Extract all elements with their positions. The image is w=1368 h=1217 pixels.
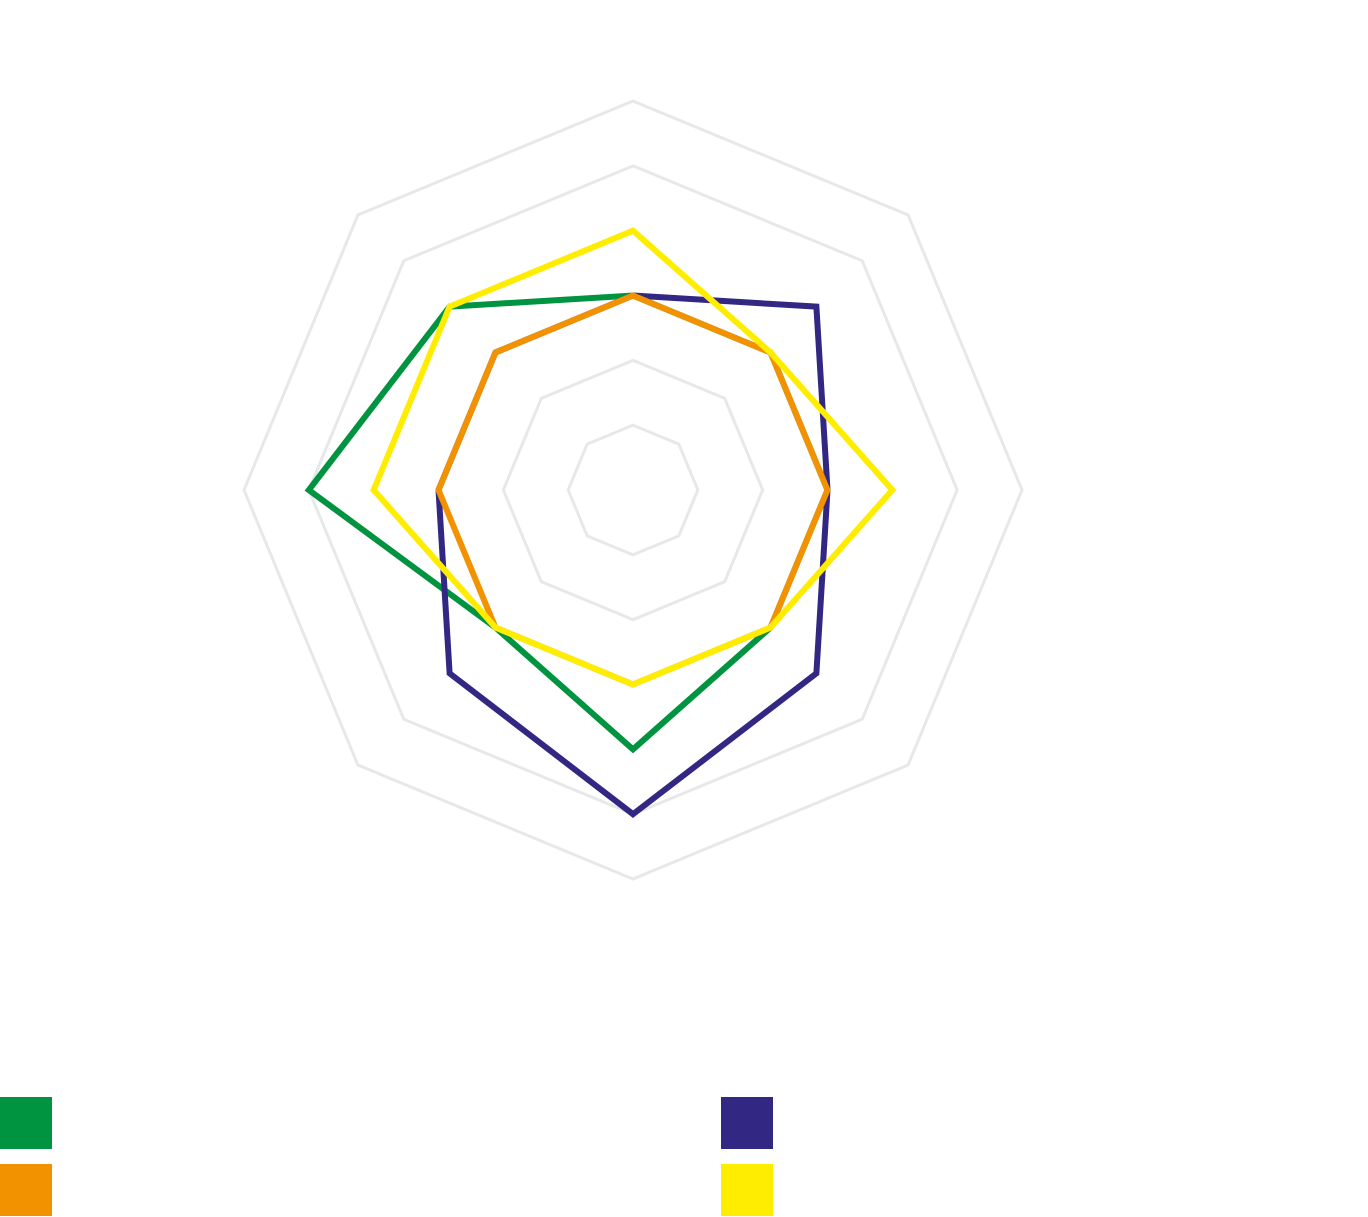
radar-series	[304, 227, 897, 818]
series-line-4	[370, 227, 897, 688]
grid-ring	[501, 358, 765, 622]
grid-ring	[566, 423, 700, 557]
radar-grid	[242, 99, 1024, 881]
grid-ring	[242, 99, 1024, 881]
grid-ring	[307, 164, 959, 816]
legend	[0, 1097, 773, 1216]
legend-swatch-3[interactable]	[0, 1164, 52, 1216]
legend-swatch-2[interactable]	[721, 1097, 773, 1149]
legend-swatch-1[interactable]	[0, 1097, 52, 1149]
legend-swatch-4[interactable]	[721, 1164, 773, 1216]
